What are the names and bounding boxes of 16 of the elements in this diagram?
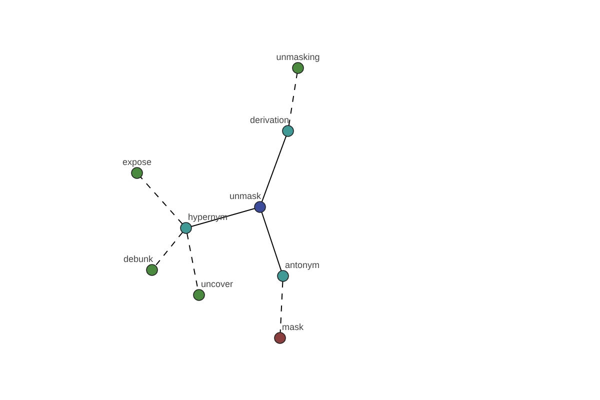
connector-line (190, 208, 256, 227)
connector-line (280, 281, 284, 333)
node-label: derivation (250, 115, 289, 126)
connector-line (288, 72, 298, 126)
node-label: expose (122, 157, 152, 168)
connector-line (154, 232, 184, 266)
node-label: unmask (229, 191, 261, 202)
connector-line (140, 176, 183, 224)
connector-line (261, 212, 282, 272)
node-label: unmasking (276, 52, 320, 63)
node-label: debunk (123, 254, 153, 265)
node-label: mask (282, 322, 304, 333)
node-label: uncover (201, 279, 234, 290)
node-label: hypernym (188, 212, 228, 223)
node-label: antonym (285, 260, 320, 271)
connector-line (261, 136, 287, 202)
